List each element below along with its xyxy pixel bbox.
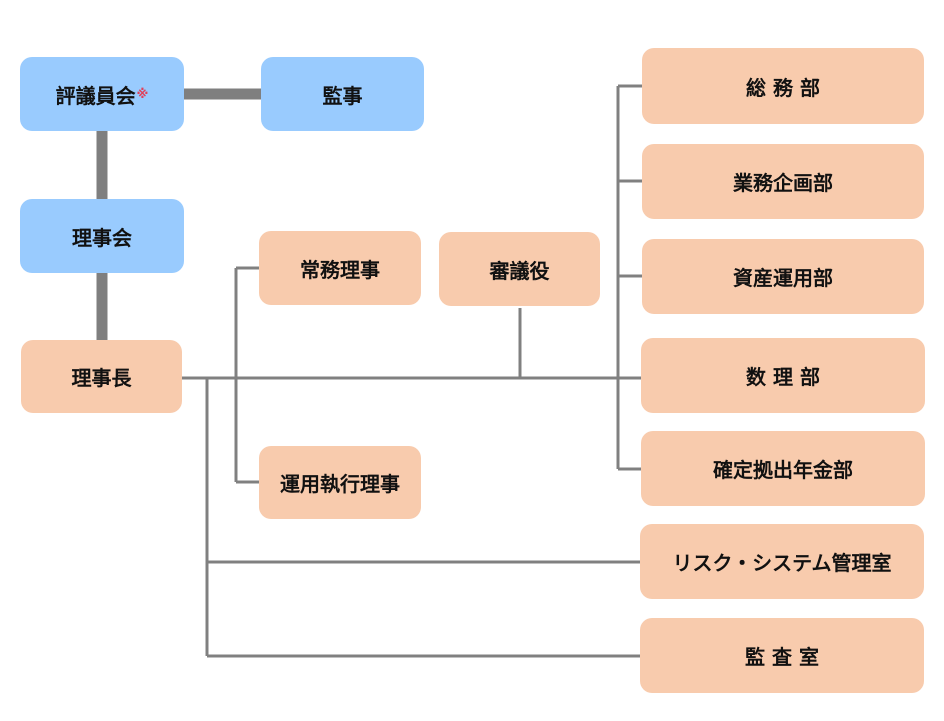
council-box: 評議員会※	[20, 57, 184, 131]
actuarial-box: 数 理 部	[641, 338, 925, 413]
business-planning-box: 業務企画部	[642, 144, 924, 219]
president-box: 理事長	[21, 340, 182, 413]
risk-systems-box: リスク・システム管理室	[640, 524, 924, 599]
auditor-box: 監事	[261, 57, 424, 131]
board-label: 理事会	[72, 225, 132, 250]
asset-management-label: 資産運用部	[733, 266, 833, 290]
general-affairs-box: 総 務 部	[642, 48, 924, 124]
president-label: 理事長	[71, 366, 132, 390]
councilor-label: 審議役	[489, 258, 550, 283]
managing-director-label: 常務理事	[300, 257, 380, 282]
managing-director-box: 常務理事	[259, 231, 421, 305]
general-affairs-label: 総 務 部	[746, 75, 820, 100]
business-planning-label: 業務企画部	[733, 171, 833, 195]
board-box: 理事会	[20, 199, 184, 273]
asset-management-box: 資産運用部	[642, 239, 924, 314]
risk-systems-label: リスク・システム管理室	[672, 551, 892, 575]
investment-director-box: 運用執行理事	[259, 446, 421, 519]
investment-director-label: 運用執行理事	[280, 472, 400, 496]
audit-office-box: 監 査 室	[640, 618, 924, 693]
dc-pension-label: 確定拠出年金部	[713, 458, 853, 482]
audit-office-label: 監 査 室	[745, 645, 819, 669]
dc-pension-box: 確定拠出年金部	[641, 431, 925, 506]
council-label: 評議員会	[55, 83, 136, 108]
council-note-mark: ※	[136, 87, 149, 101]
councilor-box: 審議役	[439, 232, 600, 306]
actuarial-label: 数 理 部	[746, 365, 820, 389]
auditor-label: 監事	[322, 83, 363, 108]
